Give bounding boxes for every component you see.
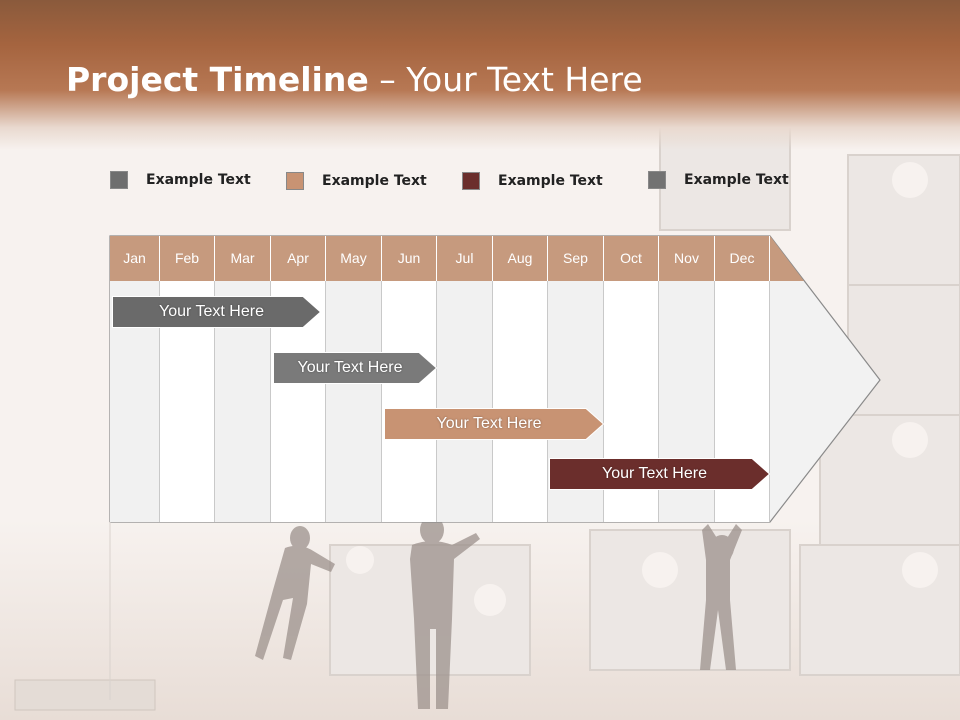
month-column <box>493 236 548 522</box>
task-bar[interactable]: Your Text Here <box>273 352 437 384</box>
month-label: Nov <box>659 236 715 281</box>
legend-swatch <box>286 172 304 190</box>
task-bar[interactable]: Your Text Here <box>384 408 604 440</box>
legend-swatch <box>648 171 666 189</box>
legend-label: Example Text <box>684 172 789 188</box>
title-band <box>0 0 960 150</box>
legend-swatch <box>462 172 480 190</box>
month-column <box>437 236 493 522</box>
task-bar-arrow-shape <box>384 408 604 440</box>
task-bar-arrow-shape <box>112 296 321 328</box>
month-label: Oct <box>604 236 659 281</box>
month-label: May <box>326 236 382 281</box>
legend-label: Example Text <box>146 172 251 188</box>
month-column <box>215 236 271 522</box>
task-bar[interactable]: Your Text Here <box>112 296 321 328</box>
month-label: Jul <box>437 236 493 281</box>
task-bar-label: Your Text Here <box>602 465 707 482</box>
page-title: Project Timeline – Your Text Here <box>66 60 643 99</box>
task-bar-arrow-shape <box>273 352 437 384</box>
legend-swatch <box>110 171 128 189</box>
title-rest-text: – Your Text Here <box>368 60 643 99</box>
task-bar-arrow-shape <box>549 458 770 490</box>
task-bar-label: Your Text Here <box>297 359 403 376</box>
month-label: Mar <box>215 236 271 281</box>
month-label: Jan <box>110 236 160 281</box>
task-bar-label: Your Text Here <box>436 415 542 432</box>
legend-label: Example Text <box>498 173 603 189</box>
month-column <box>110 236 160 522</box>
task-bar-label: Your Text Here <box>159 303 264 320</box>
month-label: Sep <box>548 236 604 281</box>
task-bar[interactable]: Your Text Here <box>549 458 770 490</box>
title-bold-text: Project Timeline <box>66 60 369 99</box>
month-label: Jun <box>382 236 437 281</box>
month-column <box>160 236 215 522</box>
month-label: Aug <box>493 236 548 281</box>
legend-label: Example Text <box>322 173 427 189</box>
month-label: Dec <box>715 236 770 281</box>
month-label: Apr <box>271 236 326 281</box>
month-label: Feb <box>160 236 215 281</box>
